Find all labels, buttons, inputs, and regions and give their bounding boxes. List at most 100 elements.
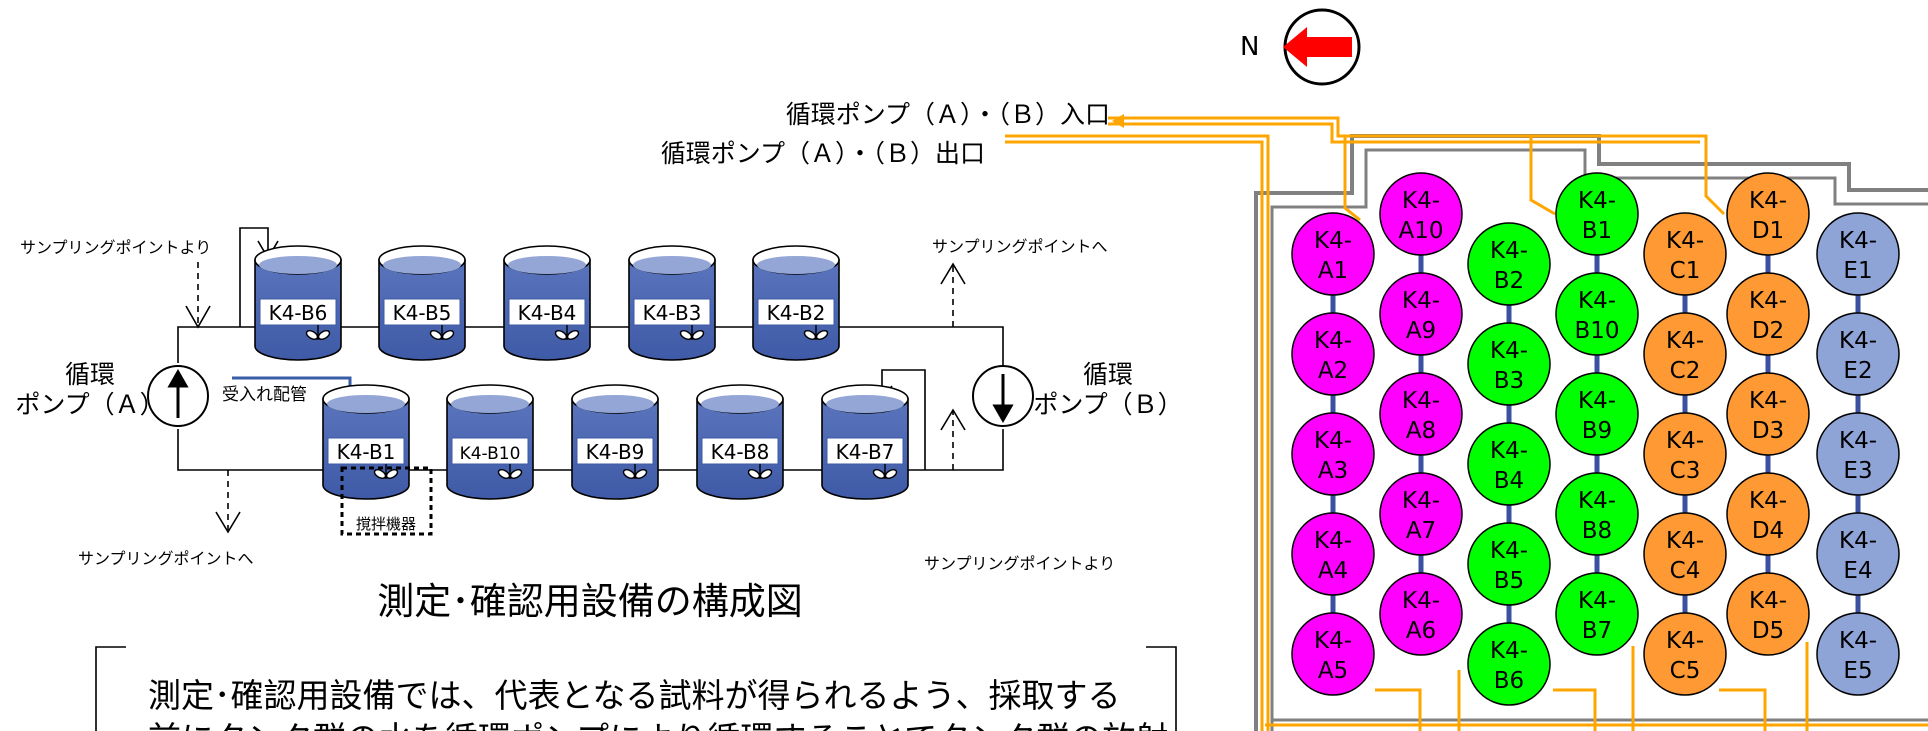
tank-circle: K4-B4 (1467, 422, 1551, 506)
tank-circle-label: K4-B4 (1490, 438, 1528, 494)
tank-circle-label: K4-E3 (1839, 428, 1877, 484)
tank-circle-label: K4-D2 (1749, 288, 1787, 344)
receiving-pipe-label: 受入れ配管 (222, 385, 307, 405)
tank-circle: K4-C3 (1643, 412, 1727, 496)
pipe-segment (1375, 688, 1422, 731)
tank-circle-label: K4-B8 (1578, 488, 1616, 544)
pipe-segment (1005, 134, 1270, 731)
tank-label: K4-B10 (460, 444, 521, 464)
pump-b-label: 循環ポンプ（Ｂ） (1033, 360, 1182, 419)
tank-circle: K4-A9 (1379, 272, 1463, 356)
propeller-icon (554, 325, 580, 340)
tank-circle-label: K4-D4 (1749, 488, 1787, 544)
tank-circle: K4-D3 (1726, 372, 1810, 456)
tank-circle-label: K4-C5 (1666, 628, 1704, 684)
tank-circle-label: K4-B7 (1578, 588, 1616, 644)
propeller-icon (622, 464, 648, 479)
tank-circle-label: K4-C2 (1666, 328, 1704, 384)
sampling-to-label-a: サンプリングポイントへ (78, 549, 254, 568)
inlet-arrowhead-icon (1112, 114, 1124, 128)
tank-circle: K4-E2 (1816, 312, 1900, 396)
tank-circle-label: K4-A1 (1314, 228, 1352, 284)
sampling-to-label-b: サンプリングポイントへ (932, 237, 1108, 256)
tank-circle: K4-B8 (1555, 472, 1639, 556)
north-arrow-icon (1283, 27, 1352, 67)
pump-b (972, 365, 1034, 427)
propeller-icon (305, 325, 331, 340)
tank-circle: K4-D2 (1726, 272, 1810, 356)
tank-circle: K4-A8 (1379, 372, 1463, 456)
tank: K4-B2 (752, 245, 840, 361)
pump-a-label: 循環ポンプ（Ａ） (15, 360, 164, 419)
tank: K4-B9 (571, 384, 659, 500)
tank-circle-label: K4-A6 (1402, 588, 1440, 644)
tank-circle: K4-A2 (1291, 312, 1375, 396)
tank-circle-label: K4-A9 (1402, 288, 1440, 344)
tank-circle-label: K4-A4 (1314, 528, 1352, 584)
tank-circle: K4-A6 (1379, 572, 1463, 656)
agitator-label: 撹拌機器 (356, 515, 416, 533)
pipe-segment (1005, 140, 1264, 731)
pipe-segment (1108, 116, 1726, 216)
tank-circle-label: K4-C1 (1666, 228, 1704, 284)
tank-circle: K4-E3 (1816, 412, 1900, 496)
pipe-segment (1719, 688, 1767, 731)
compass-label: N (1240, 32, 1259, 62)
tank: K4-B10 (446, 384, 534, 500)
tank-label: K4-B3 (643, 301, 702, 325)
tank-circle-label: K4-B5 (1490, 538, 1528, 594)
tank-circle: K4-D5 (1726, 572, 1810, 656)
propeller-icon (679, 325, 705, 340)
compass: N (1240, 8, 1361, 86)
tank-label: K4-B1 (337, 440, 396, 464)
pipe-segment (1108, 122, 1700, 144)
diagram-caption: 測定･確認用設備の構成図 (377, 580, 803, 623)
tank-circle: K4-C4 (1643, 512, 1727, 596)
bracket-left (95, 646, 126, 731)
outlet-label: 循環ポンプ（Ａ）・（Ｂ）出口 (661, 139, 985, 168)
propeller-icon (373, 464, 399, 479)
tank-circle: K4-B5 (1467, 522, 1551, 606)
tank-circle: K4-A3 (1291, 412, 1375, 496)
circulation-piping (1005, 114, 1928, 731)
tank-circle: K4-D4 (1726, 472, 1810, 556)
description-line-1: 測定･確認用設備では、代表となる試料が得られるよう、採取する (148, 676, 1121, 715)
propeller-icon (747, 464, 773, 479)
tank-label: K4-B4 (518, 301, 577, 325)
description-line-2: 前にタンク群の水を循環ポンプにより循環することでタンク群の放射 (148, 719, 1168, 731)
tank-circle: K4-C5 (1643, 612, 1727, 696)
tank-circle: K4-B2 (1467, 222, 1551, 306)
tank-circle: K4-B6 (1467, 622, 1551, 706)
propeller-icon (497, 464, 523, 479)
tank-circle: K4-C2 (1643, 312, 1727, 396)
tank-circle-label: K4-D3 (1749, 388, 1787, 444)
tank-circle-label: K4-B9 (1578, 388, 1616, 444)
propeller-icon (803, 325, 829, 340)
tank-circle-label: K4-A7 (1402, 488, 1440, 544)
tank-circle-label: K4-E1 (1839, 228, 1877, 284)
pipe-segment (1553, 688, 1597, 731)
tank-circle-label: K4-C3 (1666, 428, 1704, 484)
sampling-lines (197, 262, 954, 530)
tank-circle: K4-B10 (1555, 272, 1639, 356)
pump-a (147, 365, 209, 427)
tank: K4-B8 (696, 384, 784, 500)
tank-circle: K4-B7 (1555, 572, 1639, 656)
bracket-right (1146, 646, 1177, 731)
tank-label: K4-B2 (767, 301, 826, 325)
tank-circle-label: K4-B2 (1490, 238, 1528, 294)
tank-circle: K4-E4 (1816, 512, 1900, 596)
tank-circle-label: K4-A10 (1398, 188, 1443, 244)
tank-circle-label: K4-A3 (1314, 428, 1352, 484)
tank-circle: K4-B3 (1467, 322, 1551, 406)
tank-label: K4-B5 (393, 301, 452, 325)
propeller-icon (872, 464, 898, 479)
